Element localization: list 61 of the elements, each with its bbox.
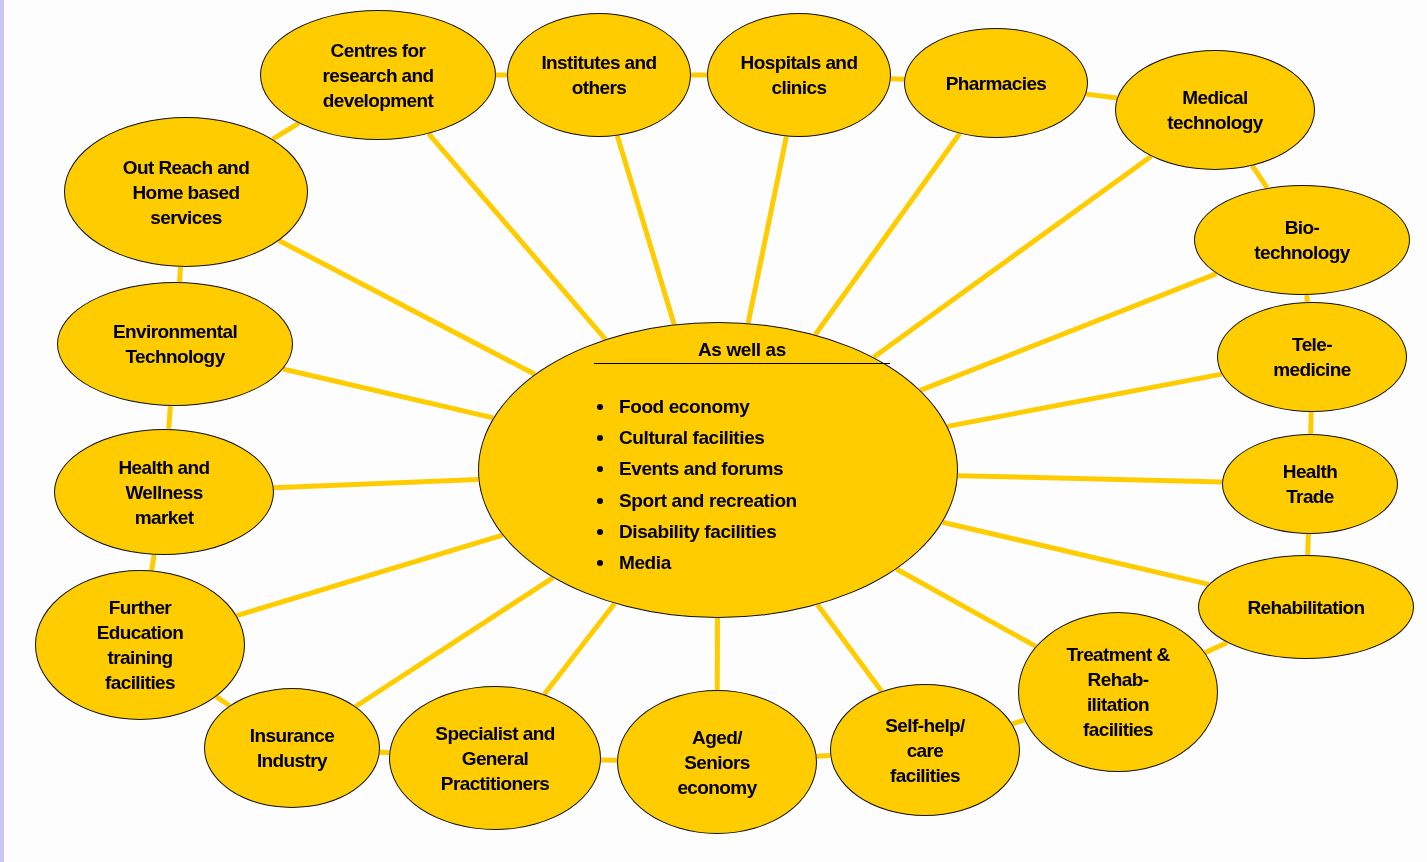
- connector-line: [166, 405, 173, 430]
- connector-line: [282, 366, 494, 421]
- connector-line: [149, 554, 157, 571]
- connector-line: [745, 135, 789, 324]
- node-label: Centres for research and development: [321, 38, 435, 113]
- connector-line: [1204, 640, 1229, 655]
- node-label: Institutes and others: [540, 51, 658, 100]
- list-item: Disability facilities: [619, 519, 777, 544]
- connector-line: [872, 154, 1153, 360]
- list-item: Food economy: [619, 395, 750, 419]
- node-label: Tele- medicine: [1272, 333, 1352, 382]
- connector-line: [890, 76, 905, 82]
- node-label: Further Education training facilities: [95, 596, 185, 695]
- connector-line: [214, 694, 231, 708]
- connector-line: [957, 473, 1223, 485]
- connector-line: [614, 135, 677, 326]
- list-item: Media: [619, 551, 671, 575]
- node-label: Environmental Technology: [111, 320, 239, 369]
- list-item: Cultural facilities: [619, 426, 765, 451]
- node-label: Aged/ Seniors economy: [676, 725, 758, 800]
- node-label: Out Reach and Home based services: [121, 155, 251, 230]
- list-item: Events and forums: [619, 457, 784, 482]
- connector-line: [379, 749, 390, 756]
- connector-line: [1304, 294, 1310, 303]
- connector-line: [1308, 411, 1314, 435]
- connector-line: [277, 238, 537, 377]
- connector-line: [1305, 533, 1311, 556]
- connector-line: [895, 566, 1038, 649]
- node-label: Bio- technology: [1253, 216, 1351, 265]
- connector-line: [714, 618, 720, 690]
- node-label: Hospitals and clinics: [739, 51, 859, 100]
- connector-line: [177, 266, 184, 283]
- connector-line: [426, 132, 608, 341]
- connector-line: [691, 72, 707, 78]
- connector-line: [815, 603, 884, 693]
- heading: As well as: [594, 337, 890, 364]
- node-label: Insurance Industry: [248, 724, 336, 773]
- node-label: Health Trade: [1281, 460, 1339, 509]
- connector-line: [235, 532, 504, 619]
- node-label: Specialist and General Practitioners: [434, 721, 556, 796]
- connector-line: [1250, 164, 1270, 190]
- node-label: Rehabilitation: [1246, 595, 1366, 620]
- connector-line: [273, 477, 479, 491]
- node-label: Treatment & Rehab- ilitation facilities: [1065, 643, 1171, 742]
- list-item: Sport and recreation: [619, 488, 797, 513]
- connector-line: [542, 602, 617, 696]
- node-label: Pharmacies: [944, 71, 1048, 96]
- connector-line: [946, 371, 1223, 429]
- connector-line: [816, 752, 831, 759]
- connector-line: [1085, 91, 1118, 101]
- connector-line: [354, 575, 555, 709]
- node-label: Health and Wellness market: [117, 455, 211, 530]
- connector-line: [496, 72, 507, 78]
- connector-line: [1011, 717, 1026, 727]
- connector-line: [271, 121, 301, 142]
- connector-line: [919, 271, 1218, 393]
- connector-line: [813, 132, 962, 337]
- connector-line: [600, 757, 618, 763]
- connector-line: [941, 519, 1210, 587]
- node-label: Self-help/ care facilities: [884, 713, 966, 788]
- node-label: Medical technology: [1166, 86, 1264, 135]
